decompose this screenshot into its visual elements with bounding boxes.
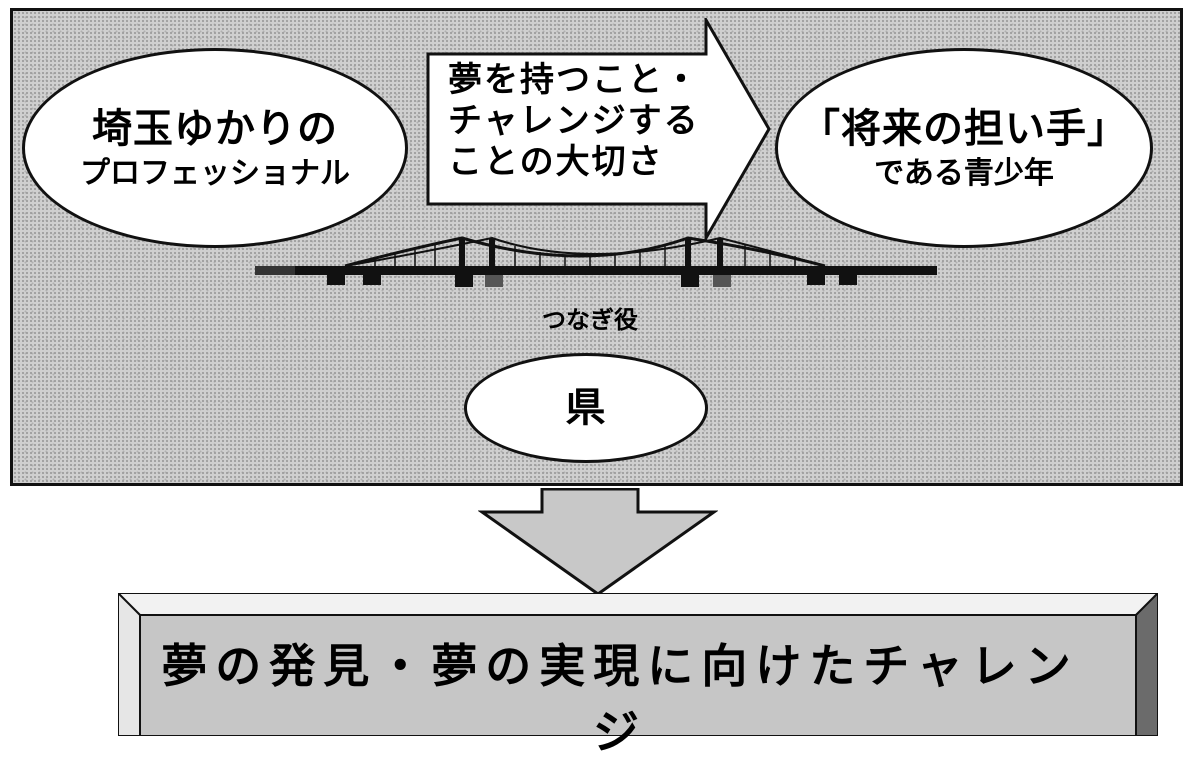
arrow-message-line2: チャレンジする <box>448 100 700 141</box>
arrow-message-line1: 夢を持つこと・ <box>448 60 700 100</box>
youth-title: 「将来の担い手」 <box>800 105 1128 152</box>
outcome-box <box>118 593 1158 736</box>
professional-bubble: 埼玉ゆかりの プロフェッショナル <box>22 48 408 248</box>
down-arrow-shape <box>478 488 718 596</box>
youth-bubble: 「将来の担い手」 である青少年 <box>775 48 1153 248</box>
professional-subtitle: プロフェッショナル <box>80 155 350 191</box>
prefecture-label: 県 <box>565 385 607 431</box>
professional-title: 埼玉ゆかりの <box>92 105 338 152</box>
youth-subtitle: である青少年 <box>874 155 1054 191</box>
bridge-illustration <box>255 236 937 287</box>
right-arrow-shape <box>426 18 771 240</box>
bridge-label: つなぎ役 <box>542 306 638 334</box>
outcome-text: 夢の発見・夢の実現に向けたチャレンジ <box>161 639 1079 759</box>
arrow-message: 夢を持つこと・ チャレンジする ことの大切さ <box>448 60 738 182</box>
prefecture-bubble: 県 <box>464 353 708 463</box>
arrow-message-line3: ことの大切さ <box>448 141 664 182</box>
